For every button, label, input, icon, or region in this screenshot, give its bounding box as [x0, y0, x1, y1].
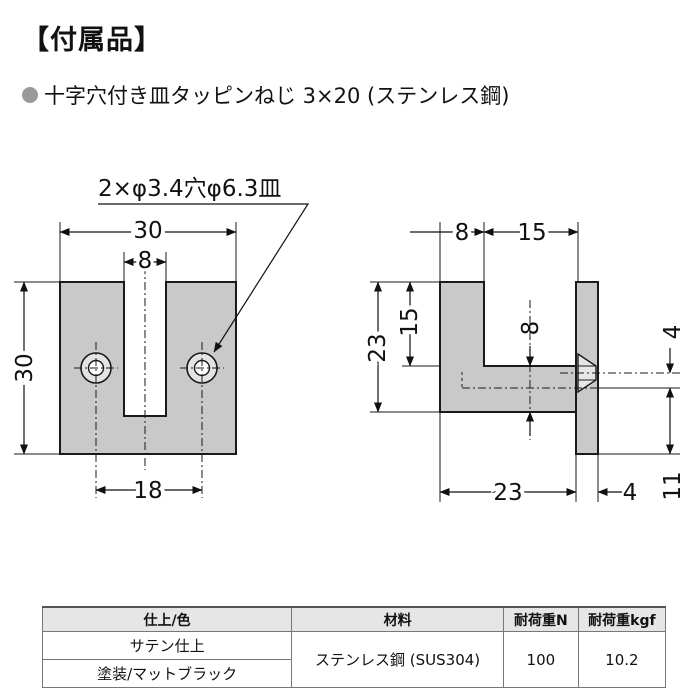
accessory-line: 十字穴付き皿タッピンねじ 3×20 (ステンレス鋼) [22, 80, 509, 110]
dim-4-right: 4 [660, 325, 686, 340]
dim-18-pitch: 18 [133, 478, 162, 504]
accessory-text: 十字穴付き皿タッピンねじ 3×20 (ステンレス鋼) [44, 84, 510, 108]
dim-8-top: 8 [455, 220, 470, 246]
technical-drawing: 2×φ3.4穴φ6.3皿 30 8 30 18 [8, 176, 686, 510]
center-lines [74, 250, 224, 498]
dim-8-slot: 8 [138, 248, 153, 274]
gray-circle-icon [22, 87, 38, 103]
dim-4-bottom: 4 [623, 480, 638, 506]
side-view: 8 15 23 15 8 4 23 4 11 [361, 216, 686, 510]
dim-23-vertical: 23 [365, 333, 391, 362]
spec-table-header: 仕上/色 材料 耐荷重N 耐荷重kgf [41, 606, 667, 632]
dim-15-vertical: 15 [397, 307, 423, 336]
dim-15-top: 15 [517, 220, 546, 246]
header-finish: 仕上/色 [41, 606, 293, 632]
header-material: 材料 [291, 606, 504, 632]
dim-23-bottom: 23 [493, 480, 522, 506]
page-title: 【付属品】 [22, 25, 162, 56]
side-bracket [439, 281, 579, 413]
table-row: サテン仕上 ステンレス鋼 (SUS304) 100 10.2 [41, 631, 667, 688]
dim-30-height: 30 [12, 353, 38, 382]
material-cell: ステンレス鋼 (SUS304) [291, 631, 504, 688]
front-view: 2×φ3.4穴φ6.3皿 30 8 30 18 [8, 176, 310, 508]
header-load-n: 耐荷重N [503, 606, 579, 632]
dim-11-right: 11 [660, 471, 686, 500]
dim-8-vertical: 8 [518, 321, 544, 336]
finish-matte-black: 塗装/マットブラック [41, 659, 293, 688]
table-row: 塗装/マットブラック [41, 659, 666, 688]
header-load-kgf: 耐荷重kgf [577, 606, 667, 632]
hole-spec-label: 2×φ3.4穴φ6.3皿 [98, 176, 281, 202]
finish-satin: サテン仕上 [41, 631, 293, 660]
spec-table: 仕上/色 材料 耐荷重N 耐荷重kgf サテン仕上 ステンレス鋼 (SUS304… [41, 606, 667, 688]
dim-30-width: 30 [133, 218, 162, 244]
load-kgf-cell: 10.2 [577, 631, 667, 688]
hole-leader-line [98, 203, 310, 353]
load-n-cell: 100 [503, 631, 579, 688]
